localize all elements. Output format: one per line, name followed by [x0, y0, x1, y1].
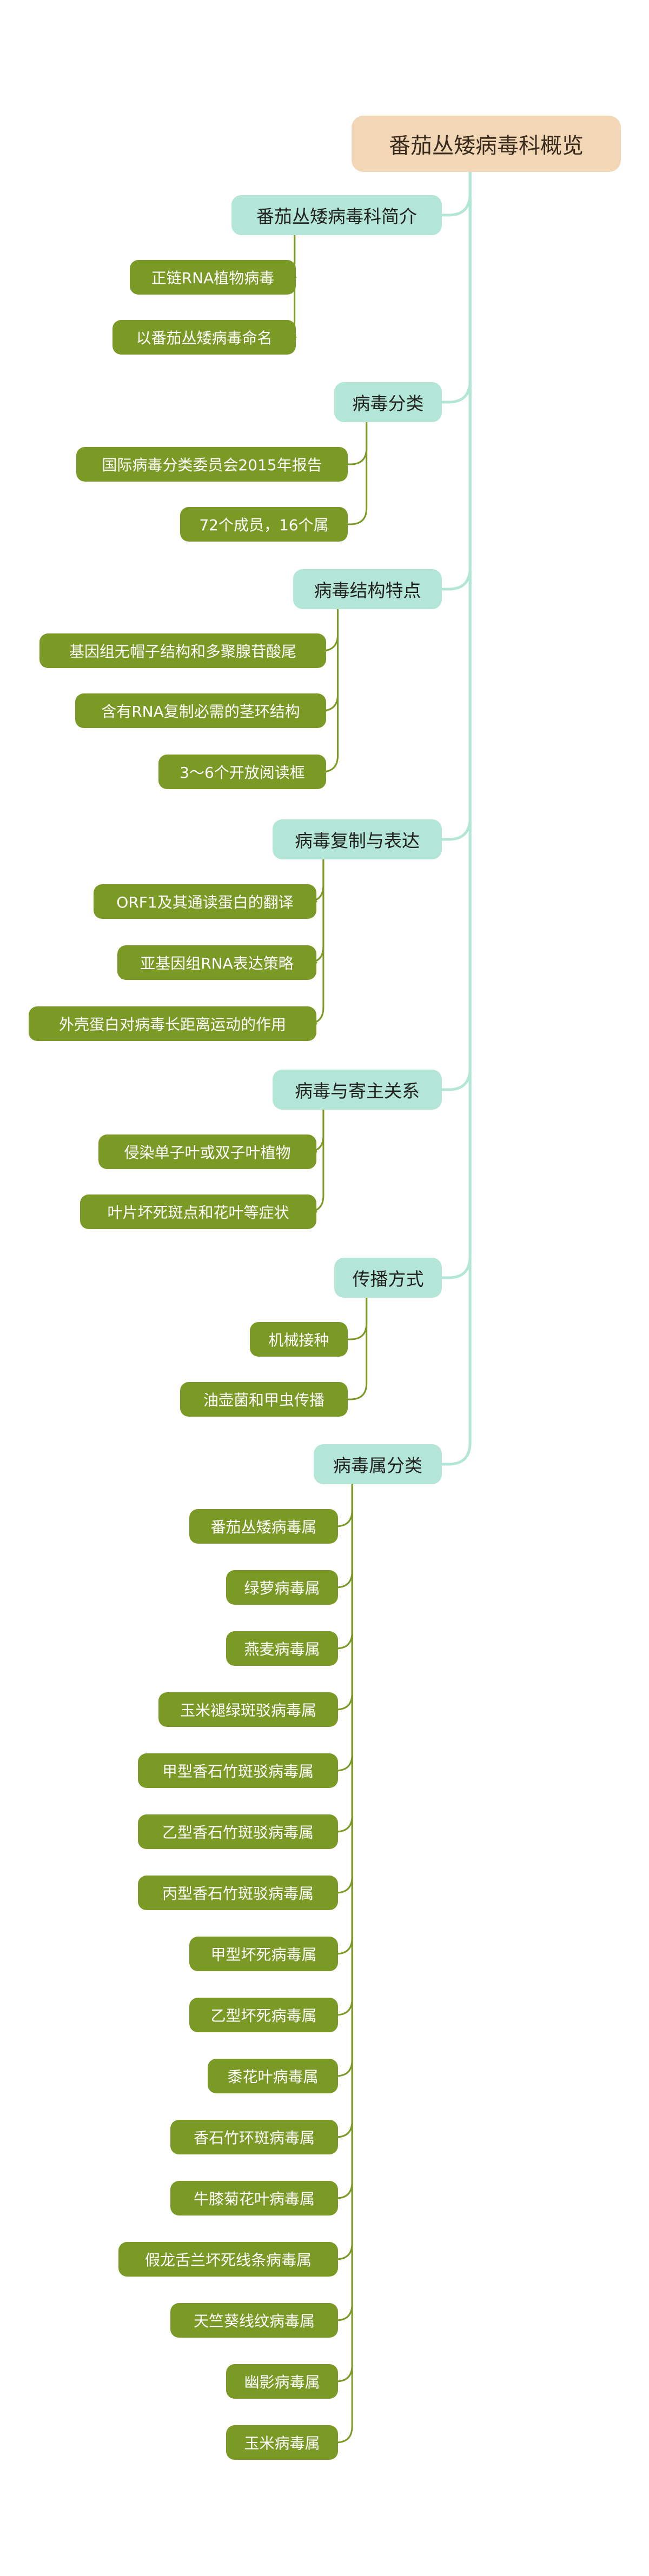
leaf-genus-link-16: [336, 1483, 353, 2444]
leaf-transmission-1[interactable]: 机械接种: [250, 1322, 348, 1357]
leaf-genus-link-8: [336, 1483, 353, 1955]
leaf-genus-link-4: [336, 1483, 353, 1711]
leaf-genus-8[interactable]: 甲型坏死病毒属: [189, 1937, 338, 1971]
leaf-genus-5[interactable]: 甲型香石竹斑驳病毒属: [138, 1753, 338, 1788]
category-host[interactable]: 病毒与寄主关系: [273, 1070, 442, 1110]
root-link-5: [440, 170, 472, 1091]
leaf-genus-12[interactable]: 牛膝菊花叶病毒属: [170, 2181, 338, 2215]
leaf-genus-13[interactable]: 假龙舌兰坏死线条病毒属: [118, 2242, 338, 2277]
leaf-genus-2[interactable]: 绿萝病毒属: [226, 1570, 338, 1605]
leaf-intro-2[interactable]: 以番茄丛矮病毒命名: [112, 320, 296, 355]
leaf-structure-link-3: [321, 608, 339, 773]
leaf-replication-3[interactable]: 外壳蛋白对病毒长距离运动的作用: [29, 1006, 316, 1041]
leaf-genus-link-6: [336, 1483, 353, 1833]
leaf-genus-link-14: [336, 1483, 353, 2321]
category-structure[interactable]: 病毒结构特点: [293, 569, 442, 609]
leaf-classification-1[interactable]: 国际病毒分类委员会2015年报告: [76, 447, 348, 482]
category-genera[interactable]: 病毒属分类: [314, 1444, 442, 1484]
leaf-genus-10[interactable]: 黍花叶病毒属: [208, 2059, 338, 2093]
root-link-1: [440, 170, 472, 217]
leaf-replication-2[interactable]: 亚基因组RNA表达策略: [117, 945, 316, 980]
leaf-structure-2[interactable]: 含有RNA复制必需的茎环结构: [75, 693, 326, 728]
leaf-structure-1[interactable]: 基因组无帽子结构和多聚腺苷酸尾: [39, 633, 326, 668]
leaf-genus-link-3: [336, 1483, 353, 1650]
leaf-genus-4[interactable]: 玉米褪绿斑驳病毒属: [158, 1692, 338, 1727]
leaf-host-1[interactable]: 侵染单子叶或双子叶植物: [98, 1134, 316, 1169]
leaf-genus-3[interactable]: 燕麦病毒属: [226, 1631, 338, 1666]
category-classification[interactable]: 病毒分类: [334, 382, 442, 422]
leaf-genus-link-9: [336, 1483, 353, 2016]
leaf-genus-1[interactable]: 番茄丛矮病毒属: [189, 1509, 338, 1544]
leaf-genus-9[interactable]: 乙型坏死病毒属: [189, 1998, 338, 2032]
leaf-transmission-2[interactable]: 油壶菌和甲虫传播: [180, 1382, 348, 1417]
leaf-genus-link-2: [336, 1483, 353, 1589]
leaf-host-2[interactable]: 叶片坏死斑点和花叶等症状: [80, 1194, 316, 1229]
category-intro[interactable]: 番茄丛矮病毒科简介: [231, 195, 442, 235]
leaf-genus-16[interactable]: 玉米病毒属: [226, 2425, 338, 2460]
leaf-classification-link-2: [347, 421, 368, 525]
leaf-genus-11[interactable]: 香石竹环斑病毒属: [170, 2120, 338, 2154]
leaf-transmission-link-1: [347, 1297, 368, 1340]
root-link-6: [440, 170, 472, 1279]
leaf-intro-1[interactable]: 正链RNA植物病毒: [130, 260, 296, 295]
leaf-genus-link-5: [336, 1483, 353, 1772]
leaf-genus-link-12: [336, 1483, 353, 2199]
leaf-genus-link-1: [336, 1483, 353, 1527]
leaf-genus-link-10: [336, 1483, 353, 2077]
category-replication[interactable]: 病毒复制与表达: [273, 819, 442, 859]
root-link-4: [440, 170, 472, 841]
leaf-genus-15[interactable]: 幽影病毒属: [226, 2364, 338, 2399]
leaf-structure-3[interactable]: 3～6个开放阅读框: [158, 755, 326, 789]
leaf-genus-6[interactable]: 乙型香石竹斑驳病毒属: [138, 1814, 338, 1849]
leaf-transmission-link-2: [347, 1297, 368, 1400]
leaf-replication-1[interactable]: ORF1及其通读蛋白的翻译: [94, 884, 316, 919]
root-link-7: [440, 170, 472, 1466]
leaf-genus-link-15: [336, 1483, 353, 2383]
leaf-classification-link-1: [347, 421, 368, 465]
leaf-genus-14[interactable]: 天竺葵线纹病毒属: [170, 2303, 338, 2338]
leaf-genus-7[interactable]: 丙型香石竹斑驳病毒属: [138, 1876, 338, 1910]
leaf-genus-link-13: [336, 1483, 353, 2260]
leaf-classification-2[interactable]: 72个成员，16个属: [180, 507, 348, 542]
root-topic[interactable]: 番茄丛矮病毒科概览: [352, 116, 621, 172]
category-transmission[interactable]: 传播方式: [334, 1258, 442, 1298]
root-link-3: [440, 170, 472, 591]
